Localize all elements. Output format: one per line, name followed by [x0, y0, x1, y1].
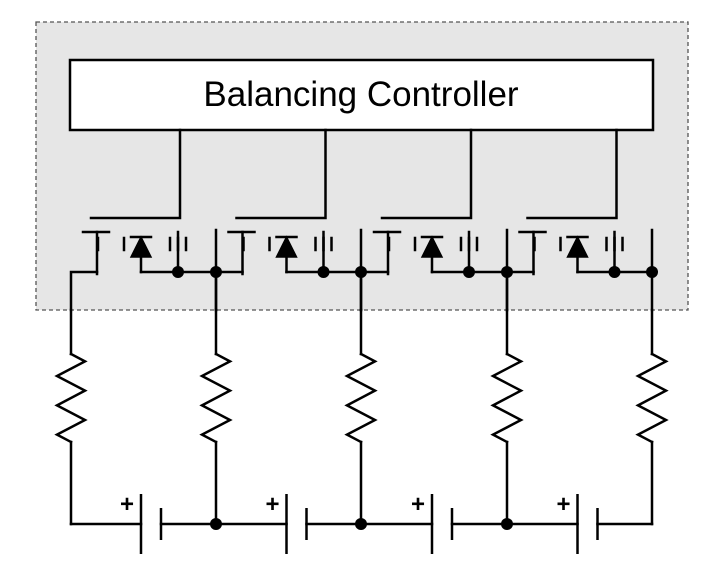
resistor-zigzag: [54, 352, 88, 444]
cell-polarity-mark: +: [265, 491, 279, 518]
bleed-resistor-2: [199, 308, 233, 526]
left-terminal-wire: [69, 270, 99, 312]
junction-dot: [355, 518, 367, 530]
battery-cell-3: +: [359, 491, 509, 554]
battery-cell-4: +: [505, 491, 654, 554]
mosfet-switch-1: [69, 128, 218, 312]
battery-cell-2: +: [214, 491, 363, 554]
junction-dots: [172, 266, 658, 530]
cell-polarity-mark: +: [411, 491, 425, 518]
bleed-resistor-1: [54, 308, 88, 526]
cell-polarity-mark: +: [120, 491, 134, 518]
junction-dot: [210, 518, 222, 530]
resistor-zigzag: [199, 352, 233, 444]
balancing-switches: [69, 128, 654, 312]
resistor-zigzag: [490, 352, 524, 444]
bleed-resistors: [54, 308, 669, 526]
battery-cells: + + + +: [69, 491, 654, 554]
cell-polarity-mark: +: [556, 491, 570, 518]
junction-dot: [172, 266, 184, 278]
balancing-controller-label: Balancing Controller: [203, 75, 519, 114]
junction-dot: [501, 266, 513, 278]
junction-dot: [608, 266, 621, 278]
gate-drive-line: [89, 128, 182, 220]
gate-drive-line: [235, 128, 327, 220]
gate-drive-line: [526, 128, 618, 220]
bleed-resistor-4: [490, 308, 524, 526]
resistor-zigzag: [344, 352, 378, 444]
gate-drive-line: [380, 128, 473, 220]
junction-dot: [317, 266, 330, 278]
junction-dot: [501, 518, 513, 530]
junction-dot: [355, 266, 367, 278]
bleed-resistor-3: [344, 308, 378, 526]
junction-dot: [646, 266, 658, 278]
junction-dot: [210, 266, 222, 278]
junction-dot: [463, 266, 475, 278]
battery-cell-1: +: [69, 491, 218, 554]
balancing-controller-block: [68, 58, 655, 132]
bleed-resistor-5: [635, 308, 669, 526]
resistor-zigzag: [635, 352, 669, 444]
